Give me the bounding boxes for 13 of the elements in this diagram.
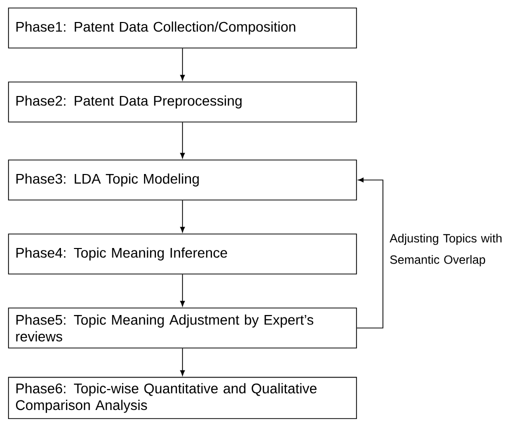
arrow (180, 348, 185, 376)
arrow (180, 122, 185, 158)
process-box: Phase6: Topic-wise Quantitative and Qualitative Comparison Analysis (8, 376, 357, 420)
process-box: Phase5: Topic Meaning Adjustment by Expert’s reviews (8, 308, 357, 348)
arrow (180, 200, 185, 232)
process-box: Phase4: Topic Meaning Inference (8, 234, 357, 274)
process-box: Phase3: LDA Topic Modeling (8, 160, 357, 200)
arrow (356, 178, 384, 328)
process-box: Phase1: Patent Data Collection/Composition (8, 8, 357, 48)
edge-label: Adjusting Topics with Semantic Overlap (390, 234, 502, 266)
process-box: Phase2: Patent Data Preprocessing (8, 82, 357, 122)
arrow (180, 48, 185, 80)
arrow (180, 274, 185, 306)
